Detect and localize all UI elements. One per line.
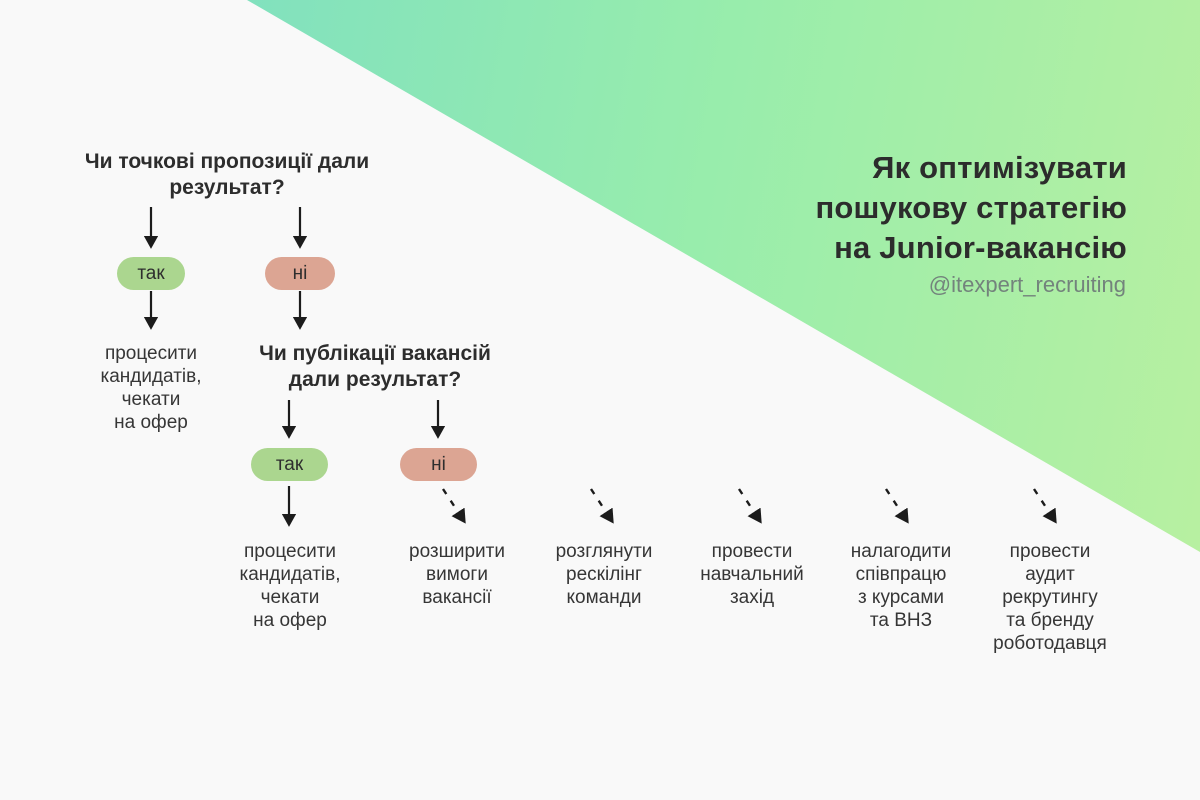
option-reskilling: розглянути рескілінг команди (555, 541, 653, 608)
option-expand-requirements: розширити вимоги вакансії (409, 541, 505, 608)
arrow-dashed-option-3 (737, 488, 762, 524)
pill-yes-1: так (117, 257, 185, 290)
pill-yes-2: так (251, 448, 328, 481)
question-1: Чи точкові пропозиції дали результат? (84, 150, 370, 199)
option-recruiting-audit: провести аудит рекрутингу та бренду робо… (993, 541, 1107, 654)
arrow-dashed-option-2 (589, 488, 614, 524)
arrow-dashed-option-1 (441, 488, 466, 524)
page-title: Як оптимізувати пошукову стратегію на Ju… (815, 150, 1127, 265)
option-courses-universities: налагодити співпрацю з курсами та ВНЗ (850, 541, 952, 631)
outcome-process-1: процесити кандидатів, чекати на офер (100, 343, 202, 433)
outcome-process-2: процесити кандидатів, чекати на офер (239, 541, 341, 631)
author-handle: @itexpert_recruiting (928, 272, 1126, 297)
pill-no-2: ні (400, 448, 477, 481)
option-training-event: провести навчальний захід (700, 541, 804, 608)
arrow-dashed-option-4 (884, 488, 909, 524)
pill-no-1: ні (265, 257, 335, 290)
arrow-dashed-option-5 (1032, 488, 1057, 524)
question-2: Чи публікації вакансій дали результат? (259, 342, 491, 391)
